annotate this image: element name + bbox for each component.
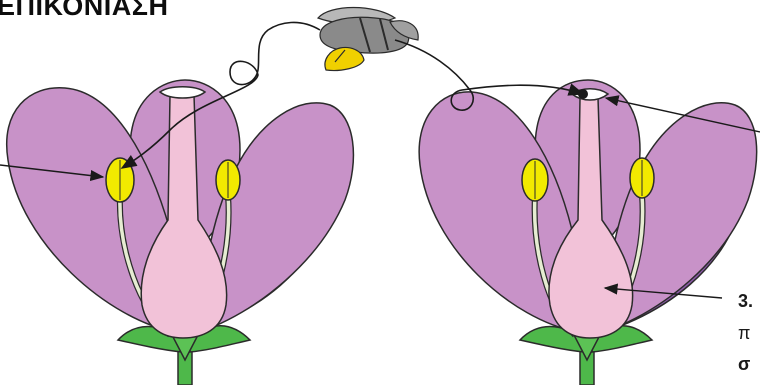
right-flower: [419, 80, 757, 385]
label-line-2: σ: [738, 354, 750, 375]
label-line-1: π: [738, 323, 750, 344]
left-stigma: [160, 87, 205, 98]
left-flower: [7, 80, 354, 385]
label-number: 3.: [738, 291, 753, 312]
bee: [318, 8, 418, 71]
